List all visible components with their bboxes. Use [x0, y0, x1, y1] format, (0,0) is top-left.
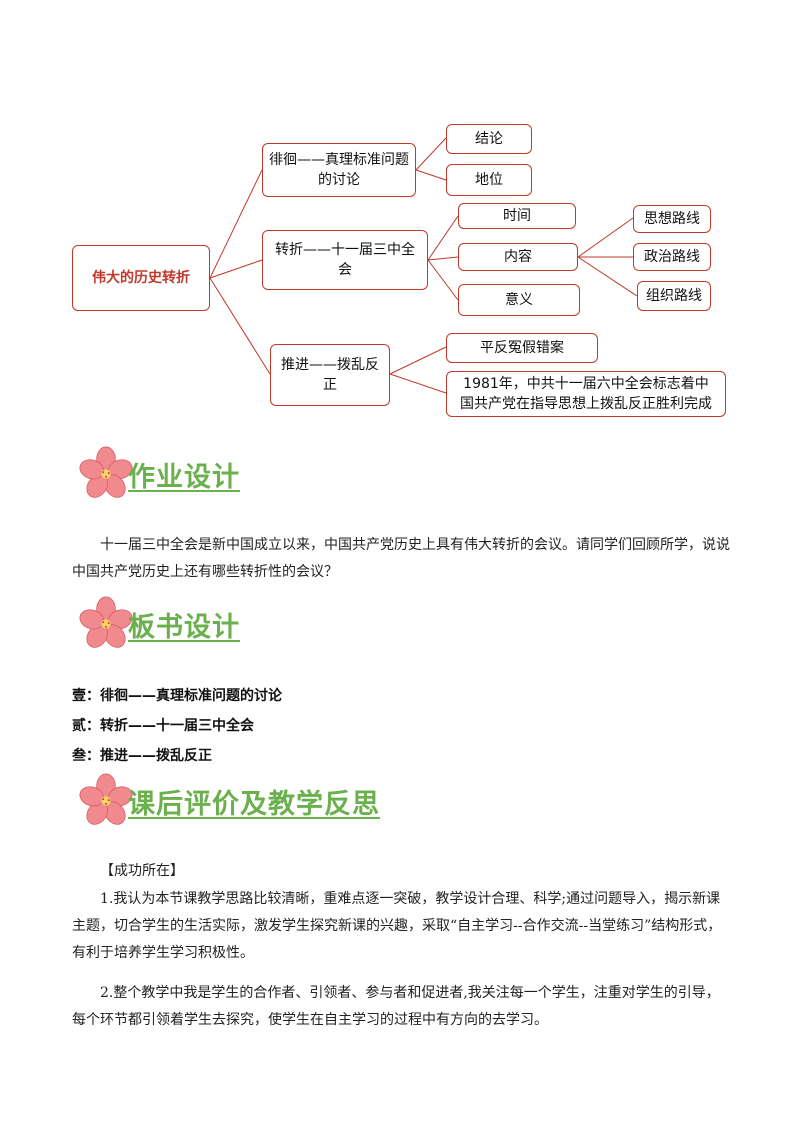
connector-branch2-c1: [427, 215, 459, 261]
connector-branch1-c2: [415, 169, 447, 181]
mindmap-branch-2: 转折——十一届三中全会: [262, 230, 428, 290]
flower-icon: [78, 596, 134, 652]
mindmap-node-sixth-plenum: 1981年，中共十一届六中全会标志着中国共产党在指导思想上拨乱反正胜利完成: [446, 371, 726, 417]
board-item-2: 贰：转折——十一届三中全会: [72, 718, 254, 734]
mindmap-branch-1: 徘徊——真理标准问题的讨论: [262, 143, 416, 197]
connector-branch2-c3: [427, 259, 459, 301]
board-title: 板书设计: [128, 611, 240, 643]
mindmap-node-conclusion: 结论: [446, 124, 532, 154]
reflection-subhead: 【成功所在】: [100, 863, 184, 879]
mindmap-root: 伟大的历史转折: [72, 245, 210, 311]
flower-icon: [78, 446, 134, 502]
mindmap-node-content: 内容: [458, 243, 578, 271]
mindmap-node-organizational-line: 组织路线: [637, 281, 711, 311]
section-heading-board: 板书设计: [78, 596, 240, 652]
flower-icon: [78, 773, 134, 829]
mindmap-node-significance: 意义: [458, 284, 580, 316]
mindmap-node-ideological-line: 思想路线: [633, 205, 711, 233]
connector-root-branch2: [209, 259, 263, 279]
homework-title: 作业设计: [128, 461, 240, 493]
mindmap-node-status: 地位: [446, 164, 532, 196]
mindmap-connectors: [209, 137, 638, 394]
connector-branch3-c1: [389, 346, 447, 375]
connector-root-branch1: [209, 169, 263, 279]
board-item-1: 壹：徘徊——真理标准问题的讨论: [72, 688, 282, 704]
homework-text: 十一届三中全会是新中国成立以来，中国共产党历史上具有伟大转折的会议。请同学们回顾…: [72, 537, 730, 580]
reflection-title: 课后评价及教学反思: [128, 788, 380, 820]
mindmap-node-political-line: 政治路线: [633, 243, 711, 271]
mindmap-branch-3: 推进——拨乱反正: [270, 344, 390, 406]
connector-branch3-c2: [389, 373, 447, 394]
connector-branch2-c2: [427, 256, 459, 261]
connector-content-c1: [577, 217, 634, 258]
connector-branch1-c1: [415, 137, 447, 171]
board-item-3: 叁：推进——拨乱反正: [72, 748, 212, 764]
mindmap-node-rehabilitation: 平反冤假错案: [446, 333, 598, 363]
section-heading-homework: 作业设计: [78, 446, 240, 502]
section-heading-reflection: 课后评价及教学反思: [78, 773, 380, 829]
mindmap-node-time: 时间: [458, 203, 576, 229]
connector-content-c3: [577, 256, 638, 297]
connector-root-branch3: [209, 277, 271, 375]
reflection-paragraph-1: 1.我认为本节课教学思路比较清晰，重难点逐一突破，教学设计合理、科学;通过问题导…: [72, 891, 722, 961]
reflection-paragraph-2: 2.整个教学中我是学生的合作者、引领者、参与者和促进者,我关注每一个学生，注重对…: [72, 985, 720, 1028]
